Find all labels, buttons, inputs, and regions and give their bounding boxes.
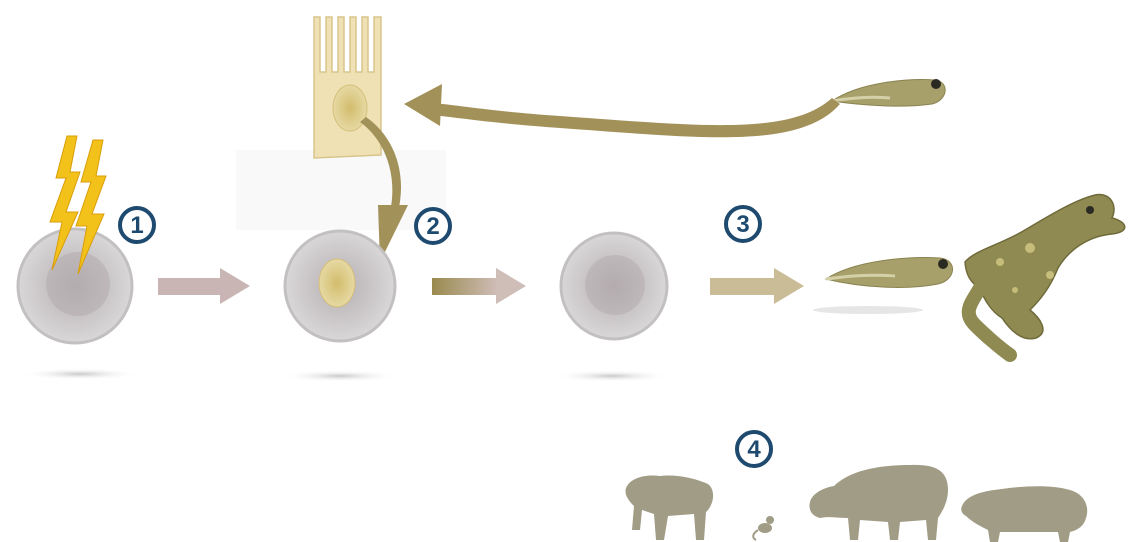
step-badge-2: 2 bbox=[416, 209, 450, 243]
egg-cell-3 bbox=[554, 233, 670, 382]
tadpole-eye bbox=[938, 259, 948, 269]
tadpole-icon bbox=[826, 258, 953, 288]
transplanted-nucleus bbox=[319, 259, 355, 307]
egg-shadow bbox=[20, 368, 140, 380]
egg-shadow bbox=[554, 370, 670, 382]
arrow-cell-source bbox=[404, 84, 840, 137]
frog-icon bbox=[965, 195, 1125, 355]
egg-shadow bbox=[282, 370, 398, 382]
sheep-icon bbox=[625, 475, 713, 540]
arrow-step1-to-step2 bbox=[158, 268, 250, 304]
step-number-2: 2 bbox=[426, 213, 439, 240]
background-panel bbox=[236, 150, 446, 230]
step-badge-1: 1 bbox=[120, 208, 154, 242]
pig-icon bbox=[961, 486, 1087, 542]
step-number-1: 1 bbox=[130, 212, 143, 239]
egg-cell-2 bbox=[282, 231, 398, 382]
step-number-4: 4 bbox=[747, 436, 761, 463]
step-badge-4: 4 bbox=[737, 432, 771, 466]
arrow-step3-to-development bbox=[710, 268, 804, 304]
step-badge-3: 3 bbox=[726, 207, 760, 241]
egg-cell-1 bbox=[18, 229, 140, 380]
tadpole-result bbox=[813, 258, 953, 314]
cell-nucleus bbox=[333, 85, 367, 131]
arrow-step2-to-step3 bbox=[432, 268, 526, 304]
tadpole-eye bbox=[931, 79, 941, 89]
cow-icon bbox=[809, 465, 948, 540]
step-number-3: 3 bbox=[736, 211, 749, 238]
intestinal-cell-icon bbox=[314, 17, 381, 158]
tadpole-icon bbox=[832, 79, 945, 106]
mouse-icon bbox=[753, 516, 774, 540]
